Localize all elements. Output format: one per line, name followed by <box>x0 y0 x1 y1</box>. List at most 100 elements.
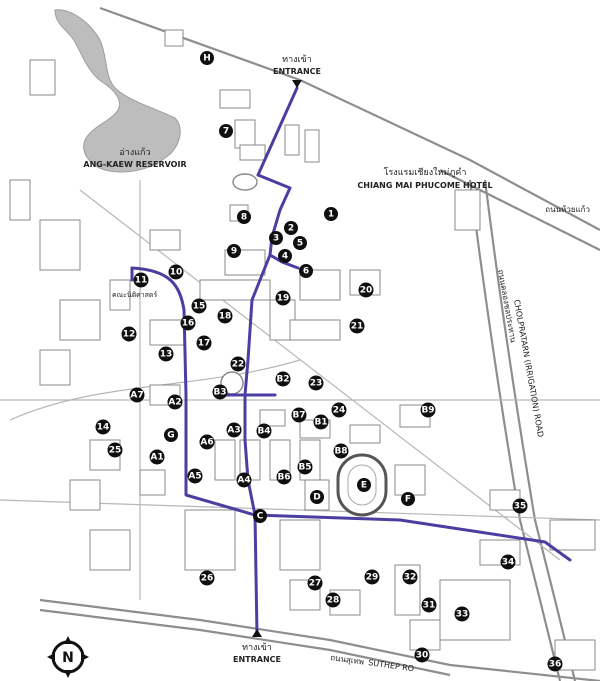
map-marker-a6[interactable]: A6 <box>199 434 215 450</box>
map-marker-19[interactable]: 19 <box>275 290 291 306</box>
map-marker-14[interactable]: 14 <box>95 419 111 435</box>
roundabout-north <box>232 173 258 191</box>
map-marker-label: 3 <box>273 234 279 244</box>
map-marker-label: B1 <box>314 418 327 428</box>
map-marker-b7[interactable]: B7 <box>291 407 307 423</box>
map-marker-b4[interactable]: B4 <box>256 423 272 439</box>
map-marker-label: 12 <box>123 330 136 340</box>
map-marker-b1[interactable]: B1 <box>313 414 329 430</box>
map-marker-2[interactable]: 2 <box>284 221 298 235</box>
north-entrance-label-en: ENTRANCE <box>273 67 321 76</box>
map-marker-30[interactable]: 30 <box>414 647 430 663</box>
map-marker-11[interactable]: 11 <box>133 272 149 288</box>
map-marker-label: 2 <box>288 224 294 234</box>
map-marker-15[interactable]: 15 <box>191 298 207 314</box>
map-marker-31[interactable]: 31 <box>421 597 437 613</box>
map-marker-5[interactable]: 5 <box>293 236 307 250</box>
map-marker-label: H <box>203 54 211 64</box>
map-marker-a7[interactable]: A7 <box>129 387 145 403</box>
map-marker-label: A1 <box>150 453 163 463</box>
map-marker-23[interactable]: 23 <box>308 375 324 391</box>
map-marker-34[interactable]: 34 <box>500 554 516 570</box>
map-marker-label: 7 <box>223 127 229 137</box>
map-marker-8[interactable]: 8 <box>237 210 251 224</box>
map-marker-b2[interactable]: B2 <box>275 371 291 387</box>
map-marker-label: 18 <box>219 312 232 322</box>
svg-text:N: N <box>62 650 74 666</box>
hotel-label-en: CHIANG MAI PHUCOME HOTEL <box>357 181 492 190</box>
small-faculty-label: คณะนิติศาสตร์ <box>112 291 157 299</box>
map-marker-18[interactable]: 18 <box>217 308 233 324</box>
map-marker-label: 11 <box>135 276 148 286</box>
map-marker-20[interactable]: 20 <box>358 282 374 298</box>
map-marker-label: A2 <box>168 398 181 408</box>
map-marker-1[interactable]: 1 <box>324 207 338 221</box>
map-marker-13[interactable]: 13 <box>158 346 174 362</box>
map-marker-b3[interactable]: B3 <box>212 384 228 400</box>
map-marker-label: B6 <box>277 473 290 483</box>
map-marker-16[interactable]: 16 <box>180 315 196 331</box>
map-marker-29[interactable]: 29 <box>364 569 380 585</box>
map-marker-label: 33 <box>456 610 469 620</box>
map-marker-label: 4 <box>282 252 288 262</box>
map-marker-28[interactable]: 28 <box>325 592 341 608</box>
map-marker-24[interactable]: 24 <box>331 402 347 418</box>
map-marker-label: G <box>167 431 174 441</box>
map-marker-label: 14 <box>97 423 110 433</box>
map-marker-3[interactable]: 3 <box>269 231 283 245</box>
map-marker-label: B2 <box>276 375 289 385</box>
map-marker-a3[interactable]: A3 <box>226 422 242 438</box>
map-marker-label: A4 <box>237 476 250 486</box>
map-marker-b5[interactable]: B5 <box>297 459 313 475</box>
map-marker-6[interactable]: 6 <box>299 264 313 278</box>
map-marker-label: 1 <box>328 210 334 220</box>
map-marker-label: 35 <box>514 502 527 512</box>
map-marker-36[interactable]: 36 <box>547 656 563 672</box>
map-marker-label: 24 <box>333 406 346 416</box>
map-marker-9[interactable]: 9 <box>227 244 241 258</box>
map-marker-b6[interactable]: B6 <box>276 469 292 485</box>
map-marker-a1[interactable]: A1 <box>149 449 165 465</box>
map-marker-label: 16 <box>182 319 195 329</box>
map-marker-4[interactable]: 4 <box>278 249 292 263</box>
map-marker-25[interactable]: 25 <box>107 442 123 458</box>
map-marker-32[interactable]: 32 <box>402 569 418 585</box>
map-marker-f[interactable]: F <box>401 492 415 506</box>
map-marker-12[interactable]: 12 <box>121 326 137 342</box>
map-marker-a5[interactable]: A5 <box>187 468 203 484</box>
map-marker-7[interactable]: 7 <box>219 124 233 138</box>
map-marker-g[interactable]: G <box>164 428 178 442</box>
map-marker-label: E <box>361 481 367 491</box>
map-marker-a4[interactable]: A4 <box>236 472 252 488</box>
map-marker-e[interactable]: E <box>357 478 371 492</box>
map-marker-d[interactable]: D <box>310 490 324 504</box>
map-marker-22[interactable]: 22 <box>230 356 246 372</box>
map-marker-label: 6 <box>303 267 309 277</box>
map-marker-label: C <box>257 512 264 522</box>
south-entrance-label-en: ENTRANCE <box>233 655 281 664</box>
map-marker-17[interactable]: 17 <box>196 335 212 351</box>
map-marker-h[interactable]: H <box>200 51 214 65</box>
map-marker-33[interactable]: 33 <box>454 606 470 622</box>
map-marker-label: B8 <box>334 447 347 457</box>
reservoir-label-en: ANG-KAEW RESERVOIR <box>83 160 186 169</box>
map-marker-26[interactable]: 26 <box>199 570 215 586</box>
map-marker-b8[interactable]: B8 <box>333 443 349 459</box>
map-marker-27[interactable]: 27 <box>307 575 323 591</box>
road-network <box>0 6 600 681</box>
map-marker-label: 28 <box>327 596 340 606</box>
map-marker-a2[interactable]: A2 <box>167 394 183 410</box>
map-marker-label: 30 <box>416 651 429 661</box>
map-marker-label: 5 <box>297 239 303 249</box>
map-marker-35[interactable]: 35 <box>512 498 528 514</box>
map-marker-label: 31 <box>423 601 436 611</box>
road-right-label: ถนนห้วยแก้ว <box>545 205 590 214</box>
map-marker-21[interactable]: 21 <box>349 318 365 334</box>
map-marker-b9[interactable]: B9 <box>420 402 436 418</box>
north-compass-icon: N <box>47 636 89 678</box>
reservoir-shape <box>54 9 181 173</box>
map-marker-c[interactable]: C <box>253 509 267 523</box>
south-entrance-arrow-icon <box>252 629 262 637</box>
map-marker-10[interactable]: 10 <box>168 264 184 280</box>
